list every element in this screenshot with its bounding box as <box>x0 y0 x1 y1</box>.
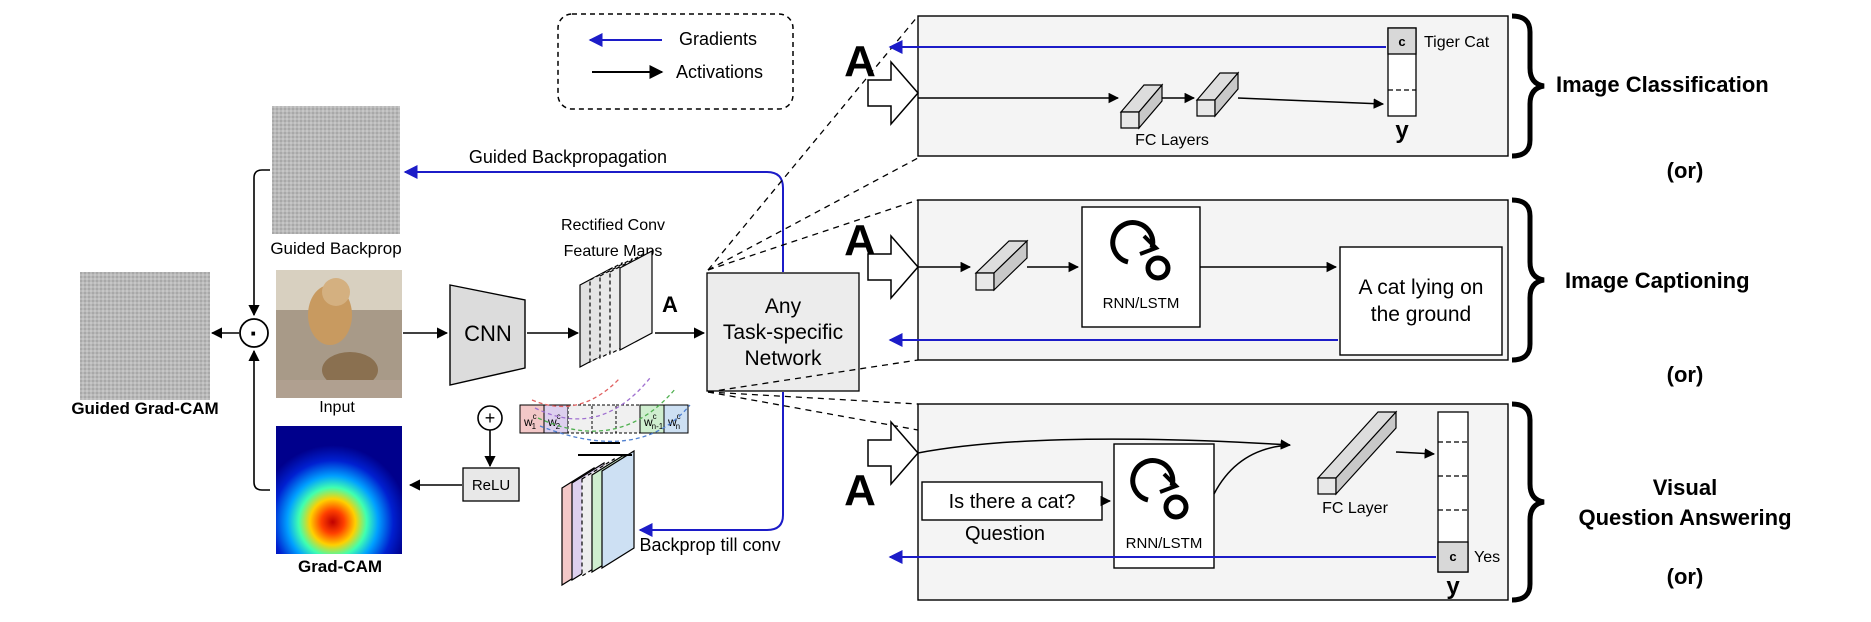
classification-brace <box>1511 13 1545 159</box>
multiply-symbol: · <box>250 318 259 348</box>
network-line1: Any <box>765 295 802 318</box>
classification-flow-arrow-3 <box>1237 97 1385 109</box>
guided-backprop-path-label: Guided Backpropagation <box>469 147 667 167</box>
task-network-box <box>706 272 860 392</box>
feature-maps-stack <box>579 250 653 368</box>
vqa-input-symbol: A <box>844 466 876 515</box>
input-caption: Input <box>319 399 355 416</box>
legend-activations-label: Activations <box>676 62 763 82</box>
captioning-recurrence-icon <box>1110 220 1171 281</box>
gradient-maps-stack <box>561 449 635 587</box>
captioning-rnn-label: RNN/LSTM <box>1103 295 1180 312</box>
weight-cell <box>639 404 665 434</box>
feature-maps-title-line1: Rectified Conv <box>561 217 665 234</box>
vqa-fc-to-output <box>1395 448 1436 459</box>
backprop-conv-gradient-path <box>638 392 784 537</box>
sum-symbol: + <box>485 408 496 428</box>
legend-box <box>557 13 794 110</box>
vqa-input-arrow <box>867 419 919 487</box>
network-line2: Task-specific <box>723 321 843 344</box>
captioning-brace <box>1511 197 1545 363</box>
vqa-panel: A Is there a cat? Question RNN/LSTM FC L… <box>844 401 1792 603</box>
vqa-rnn-to-fc <box>1213 444 1291 495</box>
vqa-question-caption: Question <box>965 523 1045 545</box>
network-line3: Network <box>744 347 822 370</box>
backprop-conv-path-label: Backprop till conv <box>639 535 780 555</box>
vqa-answer-name: Yes <box>1474 549 1500 566</box>
vqa-fc-label: FC Layer <box>1322 500 1388 517</box>
classification-output-symbol: y <box>1395 117 1409 144</box>
vqa-brace <box>1511 401 1545 603</box>
left-column: Guided Backprop Input Guided Grad-CAM Gr… <box>71 106 520 576</box>
cnn-label: CNN <box>464 321 512 346</box>
feature-maps-title-line2: Feature Maps <box>564 243 663 260</box>
vqa-recurrence-icon <box>1130 458 1189 520</box>
captioning-or-label: (or) <box>1667 362 1704 387</box>
vqa-answer-cell <box>1437 541 1469 573</box>
captioning-output-line1: A cat lying on <box>1359 276 1484 299</box>
classification-panel: A FC Layers c y Tiger Cat Image Classifi… <box>844 13 1769 183</box>
captioning-task-title: Image Captioning <box>1565 268 1750 293</box>
task-fan-out-lines <box>707 15 919 431</box>
classification-or-label: (or) <box>1667 158 1704 183</box>
multiply-node <box>239 318 269 348</box>
legend: Gradients Activations <box>557 13 794 110</box>
vqa-rnn-label: RNN/LSTM <box>1126 535 1203 552</box>
captioning-embedding-block <box>974 239 1029 292</box>
middle-column: CNN Rectified Conv Feature Maps A Any Ta… <box>403 15 919 587</box>
relu-box <box>462 467 520 502</box>
fc-layer-block-1 <box>1119 83 1164 130</box>
legend-gradients-label: Gradients <box>679 29 757 49</box>
weight-cell <box>615 404 641 434</box>
weight-combination-arcs <box>531 377 691 442</box>
captioning-input-arrow <box>867 233 919 301</box>
classification-class-name: Tiger Cat <box>1424 34 1490 51</box>
classification-class-cell <box>1387 27 1417 55</box>
vqa-answer-cell-label: c <box>1449 549 1456 564</box>
vqa-output-symbol: y <box>1446 573 1460 600</box>
classification-fc-label: FC Layers <box>1135 132 1209 149</box>
captioning-output-line2: the ground <box>1371 303 1471 326</box>
feature-maps-symbol: A <box>662 292 678 317</box>
captioning-output-box <box>1339 246 1503 356</box>
relu-label: ReLU <box>472 477 510 494</box>
gradcam-to-multiply <box>248 349 270 491</box>
guided-backprop-caption: Guided Backprop <box>270 239 401 258</box>
guided-gradcam-caption: Guided Grad-CAM <box>71 399 218 418</box>
cnn-block <box>449 284 526 386</box>
gradcam-heatmap <box>276 426 402 554</box>
classification-input-arrow <box>867 59 919 127</box>
vqa-task-title-line1: Visual <box>1653 475 1717 500</box>
classification-input-symbol: A <box>844 37 876 86</box>
classification-task-title: Image Classification <box>1556 72 1769 97</box>
vqa-fc-layer-block <box>1316 410 1398 496</box>
weight-cell <box>663 404 689 434</box>
input-image <box>276 270 402 398</box>
guided-backprop-gradient-path <box>403 165 784 272</box>
vqa-task-title-line2: Question Answering <box>1578 505 1791 530</box>
vqa-question-box <box>921 481 1103 521</box>
guided-backprop-image <box>272 106 400 234</box>
vqa-question-text: Is there a cat? <box>949 491 1076 513</box>
captioning-panel: A RNN/LSTM A cat lying on the ground Ima… <box>844 197 1750 387</box>
gradcam-caption: Grad-CAM <box>298 557 382 576</box>
classification-class-cell-label: c <box>1398 34 1405 49</box>
guided-gradcam-image <box>80 272 210 400</box>
guided-backprop-to-multiply <box>248 169 270 317</box>
weight-cell <box>591 404 617 434</box>
vqa-image-to-fc-arrow <box>917 438 1292 454</box>
vqa-or-label: (or) <box>1667 564 1704 589</box>
fc-layer-block-2 <box>1195 71 1240 118</box>
